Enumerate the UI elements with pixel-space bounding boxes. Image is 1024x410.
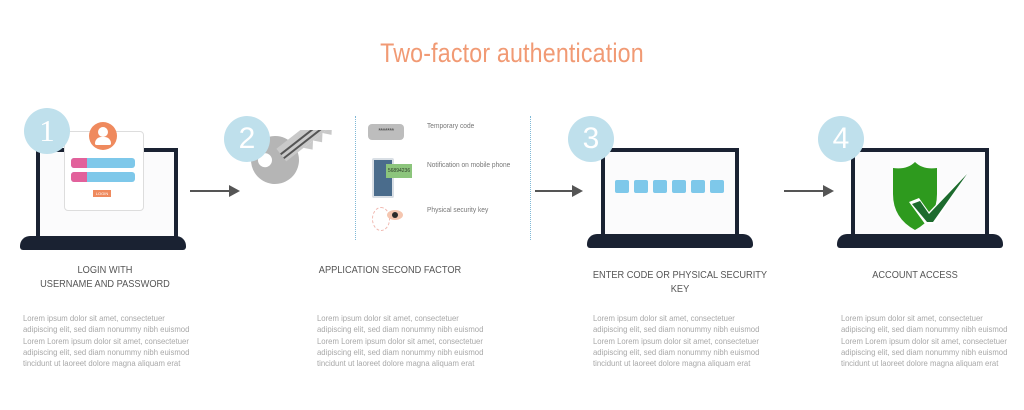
page-title: Two-factor authentication — [380, 38, 644, 68]
step-number-badge: 1 — [24, 108, 70, 154]
eye-icon — [387, 210, 403, 220]
user-icon — [71, 158, 87, 168]
password-field — [71, 172, 135, 182]
laptop-base — [837, 234, 1003, 248]
step-number-badge: 3 — [568, 116, 614, 162]
step-description: Lorem ipsum dolor sit amet, consectetuer… — [841, 313, 1008, 369]
laptop-screen — [601, 148, 739, 238]
step-description: Lorem ipsum dolor sit amet, consectetuer… — [593, 313, 760, 369]
laptop-base — [587, 234, 753, 248]
user-avatar-icon — [89, 122, 117, 150]
step-label: LOGIN WITH USERNAME AND PASSWORD — [40, 264, 170, 290]
step-label: ACCOUNT ACCESS — [872, 269, 958, 281]
step-label: APPLICATION SECOND FACTOR — [318, 264, 462, 276]
option-label: Physical security key — [427, 205, 489, 214]
fingerprint-icon — [372, 207, 390, 231]
divider — [355, 116, 356, 240]
step-label: ENTER CODE OR PHYSICAL SECURITY KEY — [592, 269, 768, 295]
step-description: Lorem ipsum dolor sit amet, consectetuer… — [317, 313, 484, 369]
password-field-icon: ******* — [368, 124, 404, 140]
shield-check-icon — [893, 162, 969, 230]
laptop-base — [20, 236, 186, 250]
option-label: Notification on mobile phone — [427, 160, 511, 169]
arrow-right-icon — [784, 185, 834, 197]
code-entry-boxes — [615, 180, 729, 198]
step-number-badge: 2 — [224, 116, 270, 162]
option-label: Temporary code — [427, 121, 475, 130]
notification-bubble: 56894236 — [386, 164, 412, 178]
login-form-card: LOGIN — [64, 122, 144, 211]
arrow-right-icon — [535, 185, 583, 197]
lock-icon — [71, 172, 87, 182]
arrow-right-icon — [190, 185, 240, 197]
login-button: LOGIN — [93, 190, 111, 197]
step-description: Lorem ipsum dolor sit amet, consectetuer… — [23, 313, 190, 369]
username-field — [71, 158, 135, 168]
divider — [530, 116, 531, 240]
step-number-badge: 4 — [818, 116, 864, 162]
laptop-screen — [851, 148, 989, 238]
